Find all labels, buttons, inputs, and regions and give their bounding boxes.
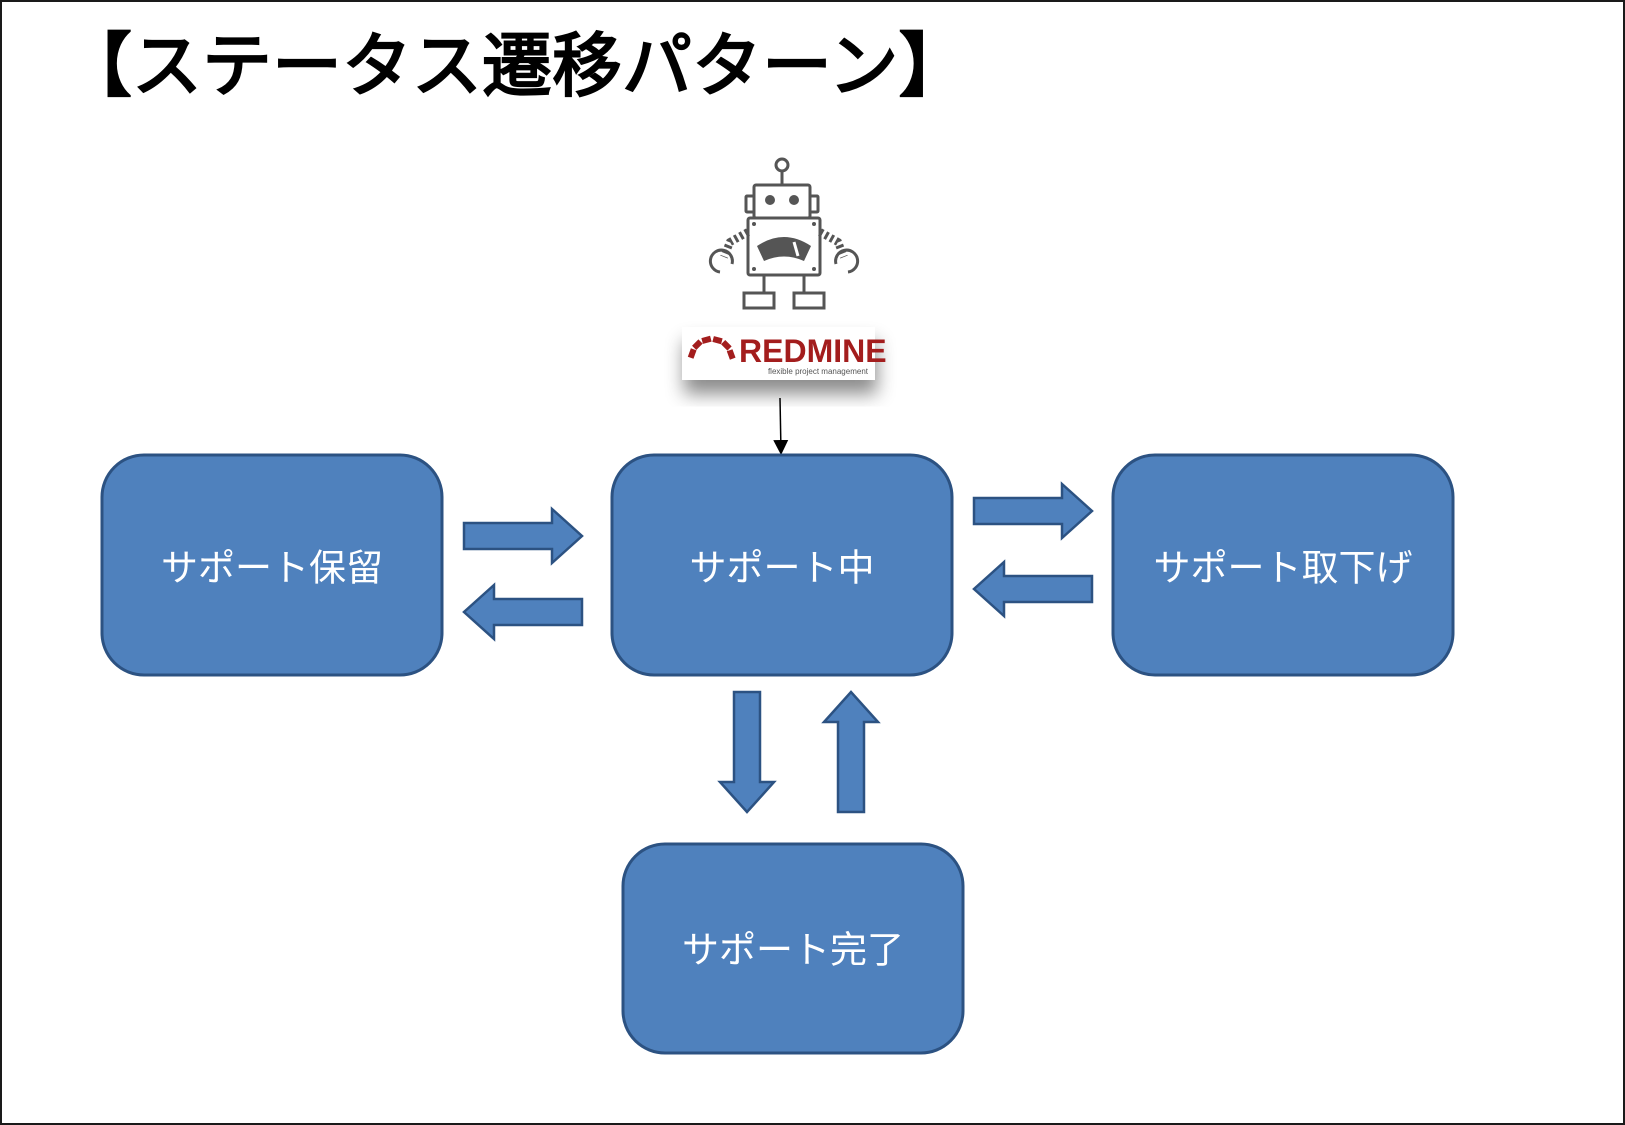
redmine-arc-icon [687,335,736,360]
logo-wordmark: REDMINE [739,333,887,369]
state-label-withdrawn: サポート取下げ [1154,547,1413,590]
redmine-logo: REDMINE flexible project management [682,327,887,380]
logo-connector-arrow [773,397,789,455]
state-box-complete: サポート完了 [621,842,965,1055]
page-title: 【ステータス遷移パターン】 [62,25,969,107]
arrow-active-to-withdrawn [972,481,1094,541]
state-box-hold: サポート保留 [100,453,444,677]
logo-tagline: flexible project management [768,367,869,376]
arrow-complete-to-active [821,690,881,814]
state-box-withdrawn: サポート取下げ [1111,453,1455,677]
arrow-active-to-hold [462,582,584,642]
state-box-active: サポート中 [610,453,954,677]
redmine-robot-icon [708,157,860,310]
arrow-hold-to-active [462,506,584,566]
arrow-active-to-complete [717,690,777,814]
arrow-withdrawn-to-active [972,559,1094,619]
state-label-hold: サポート保留 [161,547,383,590]
state-label-active: サポート中 [690,547,875,590]
state-label-complete: サポート完了 [682,929,904,972]
logo-card [682,327,875,380]
